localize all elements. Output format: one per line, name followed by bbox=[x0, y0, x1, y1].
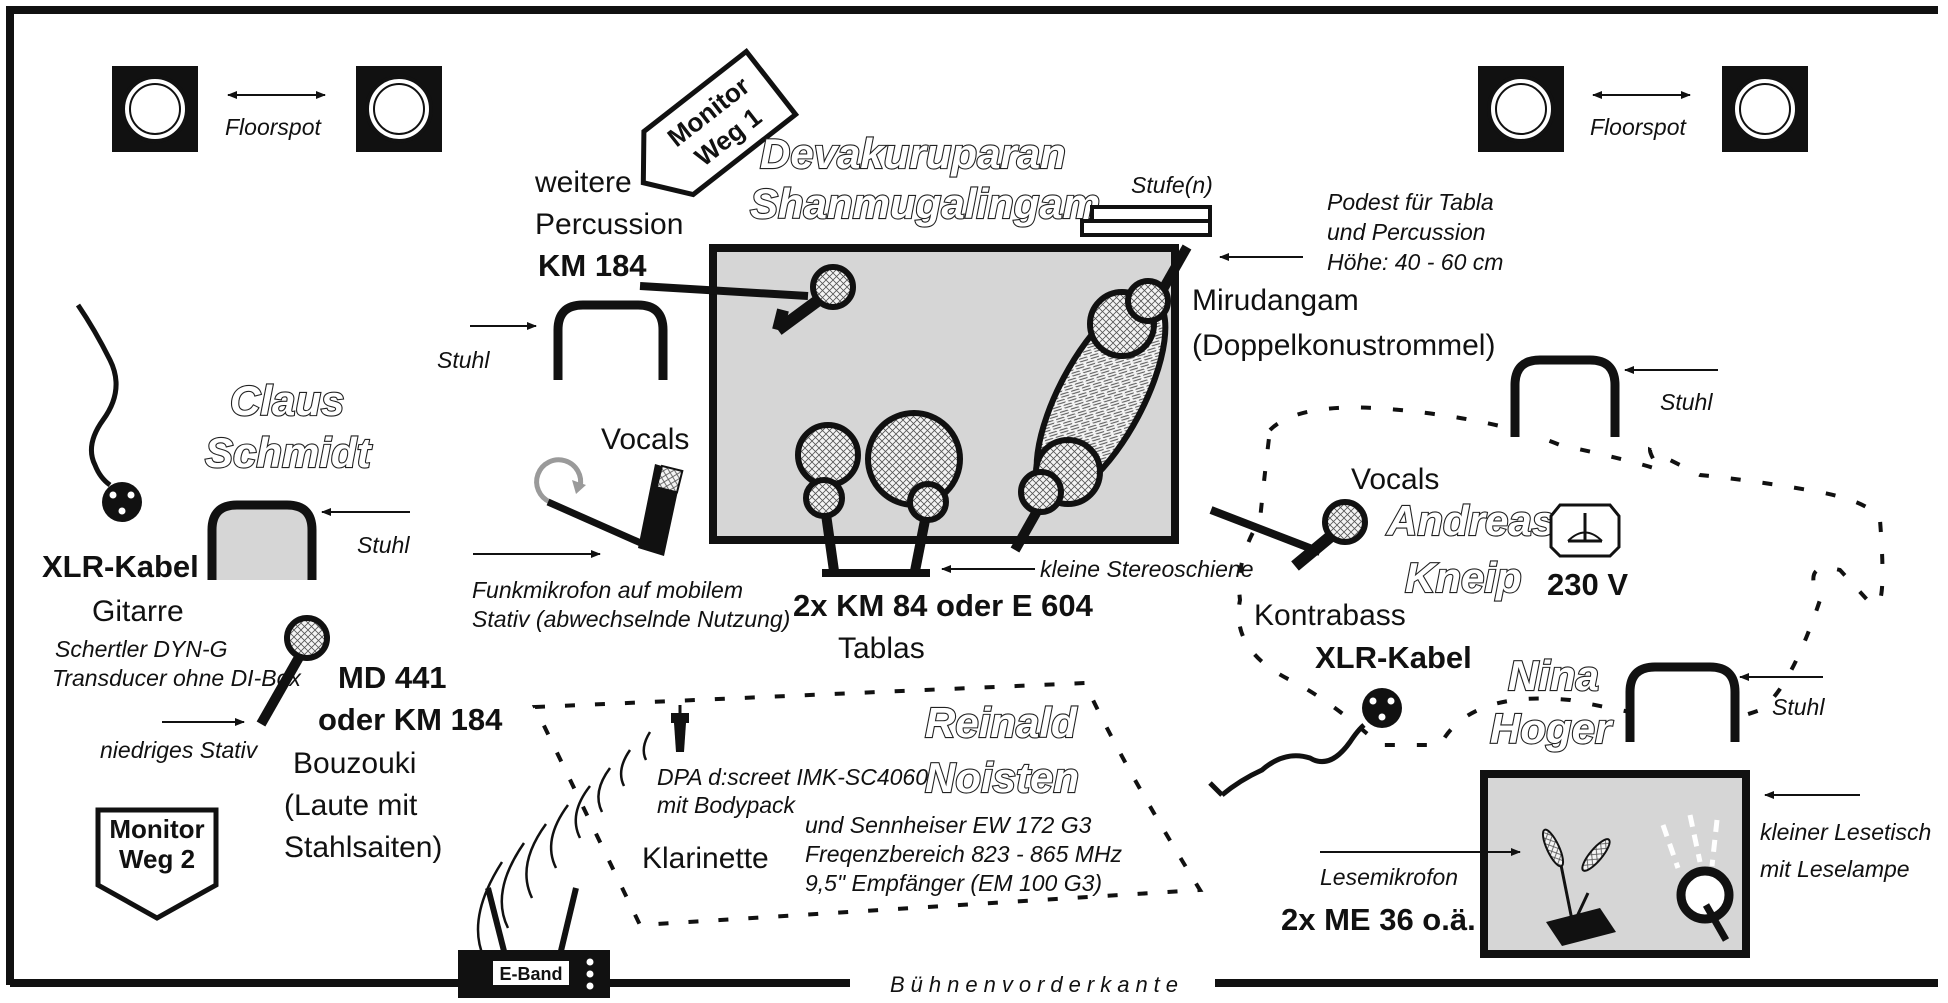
chair-icon bbox=[553, 300, 668, 380]
chair-label: Stuhl bbox=[1660, 389, 1713, 415]
floorspot-icon bbox=[112, 66, 198, 152]
monitor-1: Monitor Weg 1 bbox=[640, 47, 800, 198]
chair-label: Stuhl bbox=[1772, 694, 1825, 720]
instrument-label: (Laute mit bbox=[284, 789, 418, 822]
cable-label: XLR-Kabel bbox=[42, 549, 199, 584]
microphone-icon bbox=[256, 615, 330, 727]
xlr-cable bbox=[75, 303, 142, 522]
mic-type-label: 2x ME 36 o.ä. bbox=[1281, 902, 1476, 937]
vocals-label: Vocals bbox=[601, 423, 689, 456]
instrument-label: Kontrabass bbox=[1254, 599, 1406, 632]
chair-icon bbox=[207, 500, 317, 580]
instrument-label: Gitarre bbox=[92, 595, 184, 628]
instrument-label: Stahlsaiten) bbox=[284, 831, 442, 864]
cable-label: XLR-Kabel bbox=[1315, 640, 1472, 675]
podium-note: und Percussion bbox=[1327, 219, 1486, 245]
podium-note: Höhe: 40 - 60 cm bbox=[1327, 249, 1503, 275]
reading-desk-label: kleiner Lesetisch bbox=[1760, 819, 1931, 845]
floorspot-icon bbox=[1722, 66, 1808, 152]
floorspot-icon bbox=[356, 66, 442, 152]
monitor-2-label-line2: Weg 2 bbox=[119, 844, 195, 874]
stand-note: niedriges Stativ bbox=[100, 737, 259, 763]
instrument-label: Mirudangam bbox=[1192, 284, 1359, 317]
monitor-2-label-line1: Monitor bbox=[109, 814, 204, 844]
mic-type-label: oder KM 184 bbox=[318, 702, 503, 737]
receiver-device: E-Band bbox=[458, 887, 610, 998]
instrument-label: Tablas bbox=[838, 632, 925, 665]
stereo-bar-label: kleine Stereoschiene bbox=[1040, 556, 1254, 582]
floorspot-icon bbox=[1478, 66, 1564, 152]
mic-type-label: MD 441 bbox=[338, 660, 447, 695]
performer-name: Schmidt bbox=[205, 429, 373, 476]
wireless-mic-note: Stativ (abwechselnde Nutzung) bbox=[472, 606, 790, 632]
microphone-icon bbox=[639, 264, 856, 335]
instrument-label: (Doppelkonustrommel) bbox=[1192, 329, 1495, 362]
power-outlet-icon bbox=[1549, 503, 1621, 558]
stage-border bbox=[6, 6, 1938, 987]
tabla-drums bbox=[795, 410, 963, 577]
steps-label: Stufe(n) bbox=[1131, 172, 1213, 198]
reading-mic-label: Lesemikrofon bbox=[1320, 864, 1458, 890]
performer-name: Devakuruparan bbox=[760, 130, 1066, 177]
percussion-label: Percussion bbox=[535, 208, 683, 241]
reading-desk bbox=[1480, 770, 1750, 958]
radio-waves bbox=[476, 731, 652, 959]
steps-icon bbox=[1080, 205, 1212, 237]
wireless-mic-note: Funkmikrofon auf mobilem bbox=[472, 577, 743, 603]
power-label: 230 V bbox=[1547, 567, 1628, 602]
performer-name: Hoger bbox=[1490, 705, 1614, 752]
vocals-label: Vocals bbox=[1351, 463, 1439, 496]
mirudangam-drum bbox=[1010, 244, 1192, 553]
mic-note: Freqenzbereich 823 - 865 MHz bbox=[805, 841, 1123, 867]
receiver-label: E-Band bbox=[500, 964, 563, 984]
stage-front-edge-label: Bühnenvorderkante bbox=[890, 972, 1184, 997]
performer-name: Kneip bbox=[1405, 554, 1522, 601]
chair-label: Stuhl bbox=[437, 347, 490, 373]
floorspot-left-label: Floorspot bbox=[225, 114, 322, 140]
mic-type-label: KM 184 bbox=[538, 248, 647, 283]
mic-note: und Sennheiser EW 172 G3 bbox=[805, 812, 1092, 838]
mic-note: 9,5" Empfänger (EM 100 G3) bbox=[805, 870, 1102, 896]
mic-type-label: 2x KM 84 oder E 604 bbox=[793, 588, 1094, 623]
clip-mic-icon bbox=[671, 705, 689, 752]
mic-note: mit Bodypack bbox=[657, 792, 797, 818]
performer-name: Reinald bbox=[925, 699, 1078, 746]
monitor-2: Monitor Weg 2 bbox=[95, 807, 219, 921]
instrument-label: Klarinette bbox=[642, 842, 769, 875]
percussion-label: weitere bbox=[534, 166, 632, 199]
chair-icon bbox=[1625, 662, 1740, 742]
podium-note: Podest für Tabla bbox=[1327, 189, 1494, 215]
instrument-label: Bouzouki bbox=[293, 747, 416, 780]
performer-name: Claus bbox=[230, 377, 344, 424]
xlr-cable bbox=[1208, 688, 1402, 797]
chair-icon bbox=[1510, 355, 1620, 437]
performer-name: Nina bbox=[1508, 652, 1599, 699]
wireless-mic-stand bbox=[534, 457, 684, 556]
chair-label: Stuhl bbox=[357, 532, 410, 558]
microphone-icon bbox=[1209, 499, 1368, 571]
performer-name: Andreas bbox=[1386, 497, 1555, 544]
performer-name: Shanmugalingam bbox=[750, 180, 1100, 227]
mic-note: DPA d:screet IMK-SC4060 bbox=[657, 764, 928, 790]
performer-name: Noisten bbox=[925, 754, 1079, 801]
pickup-note: Transducer ohne DI-Box bbox=[52, 665, 302, 691]
floorspot-right-label: Floorspot bbox=[1590, 114, 1687, 140]
reading-desk-label: mit Leselampe bbox=[1760, 856, 1910, 882]
pickup-note: Schertler DYN-G bbox=[55, 636, 228, 662]
